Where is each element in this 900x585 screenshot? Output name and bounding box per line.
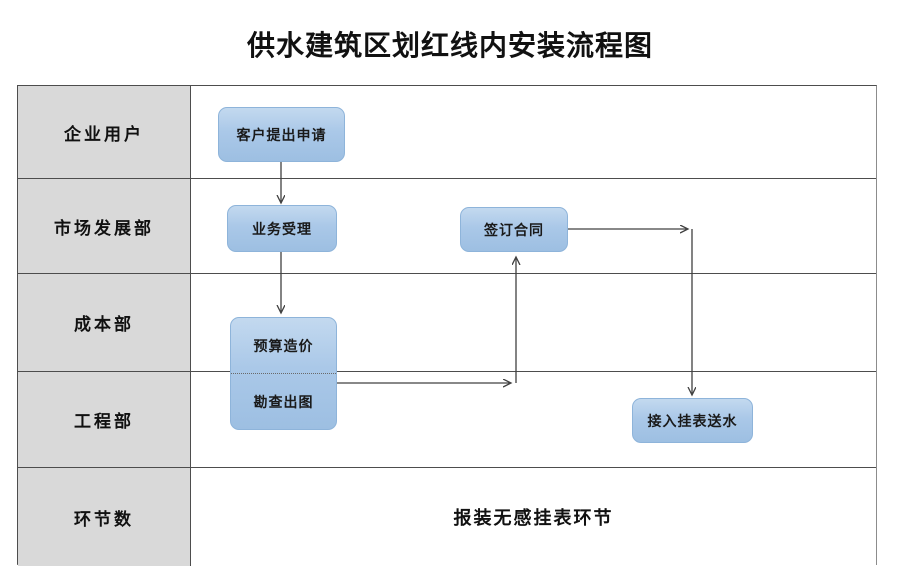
lane-label-enterprise-user: 企业用户 bbox=[18, 86, 191, 179]
page-title: 供水建筑区划红线内安装流程图 bbox=[246, 31, 653, 62]
node-customer-application-label: 客户提出申请 bbox=[236, 128, 327, 144]
node-connect-meter-water: 接入挂表送水 bbox=[632, 398, 753, 443]
node-survey-drawing-label: 勘查出图 bbox=[253, 395, 314, 411]
footer-text: 报装无感挂表环节 bbox=[191, 468, 876, 566]
node-sign-contract-label: 签订合同 bbox=[484, 223, 544, 239]
lane-label-market-dev: 市场发展部 bbox=[18, 179, 191, 274]
swimlane-table: 企业用户 市场发展部 成本部 工程部 环节数 报装无感挂表环节 bbox=[17, 85, 877, 566]
node-budget-pricing: 预算造价 bbox=[231, 318, 336, 373]
lane-label-cost-dept: 成本部 bbox=[18, 274, 191, 372]
node-business-acceptance: 业务受理 bbox=[227, 205, 337, 252]
node-business-acceptance-label: 业务受理 bbox=[252, 222, 312, 238]
node-budget-survey: 预算造价 勘查出图 bbox=[230, 317, 337, 430]
lane-label-step-count: 环节数 bbox=[18, 468, 191, 566]
node-survey-drawing: 勘查出图 bbox=[231, 373, 336, 429]
node-customer-application: 客户提出申请 bbox=[218, 107, 345, 162]
node-sign-contract: 签订合同 bbox=[460, 207, 568, 252]
node-budget-pricing-label: 预算造价 bbox=[253, 339, 314, 355]
lane-label-engineering-dept: 工程部 bbox=[18, 372, 191, 468]
node-connect-meter-water-label: 接入挂表送水 bbox=[647, 414, 738, 430]
